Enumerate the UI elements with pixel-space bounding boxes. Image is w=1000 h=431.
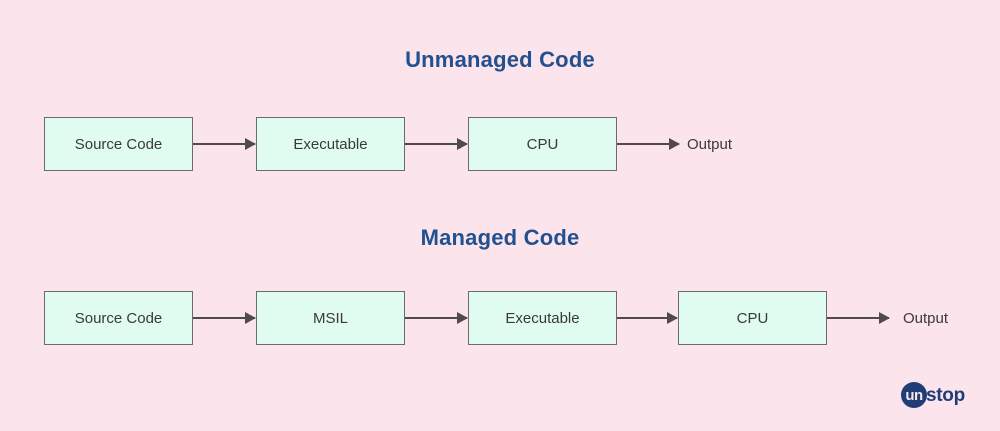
node-executable-managed: Executable	[468, 291, 617, 345]
node-cpu-unmanaged: CPU	[468, 117, 617, 171]
section-title-unmanaged: Unmanaged Code	[405, 47, 595, 72]
flow-unmanaged: Source Code Executable CPU Output	[0, 117, 1000, 173]
node-label: MSIL	[312, 309, 348, 327]
node-label: Executable	[293, 135, 368, 153]
arrow-source-to-executable	[193, 138, 256, 150]
node-label: Source Code	[74, 135, 163, 153]
output-label-managed: Output	[903, 309, 949, 327]
output-label-unmanaged: Output	[687, 135, 733, 153]
unstop-logo-text: stop	[926, 384, 965, 406]
node-label: CPU	[736, 309, 769, 327]
arrow-executable-to-cpu	[405, 138, 468, 150]
flow-managed: Source Code MSIL Executable CPU Output	[0, 291, 1000, 347]
node-source-code-unmanaged: Source Code	[44, 117, 193, 171]
node-source-code-managed: Source Code	[44, 291, 193, 345]
node-executable-unmanaged: Executable	[256, 117, 405, 171]
node-label: Source Code	[74, 309, 163, 327]
arrow-cpu-to-output	[617, 138, 680, 150]
node-cpu-managed: CPU	[678, 291, 827, 345]
node-msil-managed: MSIL	[256, 291, 405, 345]
arrow-cpu-to-output-managed	[827, 312, 890, 324]
unstop-logo: un stop	[901, 382, 965, 408]
arrow-msil-to-executable	[405, 312, 468, 324]
node-label: Executable	[505, 309, 580, 327]
node-label: CPU	[526, 135, 559, 153]
section-title-managed: Managed Code	[420, 225, 580, 250]
arrow-executable-to-cpu-managed	[617, 312, 678, 324]
unstop-logo-mark: un	[901, 382, 927, 408]
arrow-source-to-msil	[193, 312, 256, 324]
